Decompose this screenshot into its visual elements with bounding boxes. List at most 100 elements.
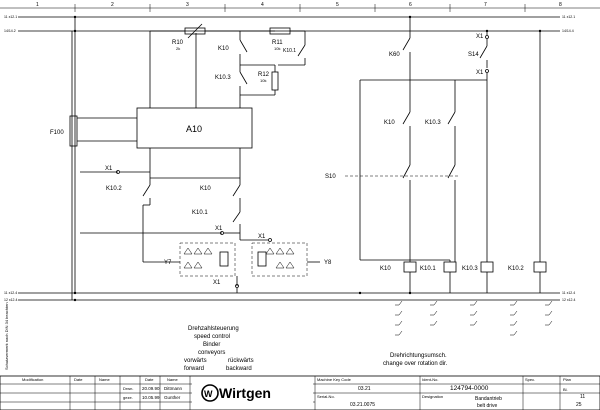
k10-1a-label: K10.1 [283,48,296,54]
rail-bot2-right-label: 12 x12.4 [562,298,575,302]
coil-k10-1: K10.1 [410,259,457,293]
x1-terminal-b: X1 [80,226,240,235]
k10-3-contact-a: K10.3 [215,65,248,95]
speed-control-caption: Drehzahlsteuerung speed control Binder c… [184,326,254,372]
tb-h-name: Name [99,377,110,382]
k10-contact-a: K10 [218,31,248,65]
col-2: 2 [111,2,114,8]
x1a-label: X1 [105,166,113,172]
col-1: 1 [36,2,39,8]
k10-3b-label: K10.3 [425,120,441,126]
tb-sheets: 25 [576,402,582,408]
svg-text:W: W [204,389,213,399]
r10-label: R10 [172,40,184,46]
s10-label: S10 [325,174,336,180]
logo-text: Wirtgen [219,385,271,401]
x1e-label: X1 [476,34,484,40]
x1-terminal-f: X1 [476,69,489,80]
rail-top1-label: 11 x12.1 [4,15,17,19]
r11-label: R11 [272,40,283,46]
coil-k10-1-label: K10.1 [420,266,436,272]
col-5: 5 [336,2,339,8]
y8-valve: Y8 [251,242,332,277]
caption-rot-en: change over rotation dir. [383,361,448,367]
k10-1-contact-b: K10.1 [192,205,241,232]
a10-label: A10 [186,124,202,134]
tb-desig-line1: Bandantrieb [475,396,502,402]
tb-drawn-date: 20.09.90 [142,386,160,391]
r12-label: R12 [258,72,270,78]
tb-spec-label: Spec. [525,377,535,382]
k60-contact: K60 [389,17,411,80]
rail-top2-right-label: 14/14.4 [562,29,574,33]
r12-value: 10k [260,78,266,83]
col-3: 3 [186,2,189,8]
k10-2-contact: K10.2 [106,178,151,240]
rail-bot1-label: 11 x12.4 [4,291,17,295]
caption-line2: speed control [194,334,230,340]
k10-2-label: K10.2 [106,186,122,192]
coil-k10-2-label: K10.2 [508,266,524,272]
x1-terminal-e: X1 [476,31,489,40]
caption-rev-en: backward [226,366,252,372]
tb-ident-val: 124794-0000 [450,385,489,392]
a10-module: A10 [77,31,253,178]
caption-line3: Binder [203,342,220,348]
y7-label: Y7 [164,260,172,266]
r12-resistor: R12 10k [240,62,306,96]
tb-row-drawn: Drwn. [123,386,133,391]
s14-switch: S14 [468,39,488,68]
wirtgen-logo: W Wirtgen [192,378,313,408]
k10-1-contact-a: K10.1 [283,31,306,62]
k10-1b-label: K10.1 [192,210,208,216]
k10-contact-c: K10 [359,79,487,260]
caption-rot-de: Drehrichtungsumsch. [390,353,447,359]
f100-fuse: F100 [50,17,78,300]
tb-h-datum: Date [145,377,154,382]
x1d-label: X1 [213,280,221,286]
rotation-caption: Drehrichtungsumsch. change over rotation… [383,353,448,367]
r11-resistor: R11 10k [269,27,305,51]
tb-serial-label: Serial-No. [317,394,335,399]
k10-contact-b: K10 [150,177,241,205]
x1f-label: X1 [476,70,484,76]
tb-serial-val: 03.21.0075 [350,402,375,408]
tb-ident-label: Ident-No. [422,377,438,382]
tb-sheet: 11 [580,394,585,400]
k10-3-contact-b: K10.3 [425,80,456,150]
y7-valve: Y7 [142,240,236,277]
tb-row-checked: geze. [123,395,133,400]
x1-terminal-a: X1 [80,166,150,174]
x1-terminal-d: X1 [213,276,239,293]
r10-value: 2k [176,46,180,51]
caption-line4: conveyors [198,350,225,356]
tb-desig-line2: belt drive [477,403,498,409]
title-block: Modification Date Name Date Name Drwn. 2… [0,375,600,410]
contact-cross-reference [395,300,553,336]
col-4: 4 [261,2,264,8]
x1c-label: X1 [258,234,266,240]
caption-rev-de: rückwärts [228,358,254,364]
k10c-label: K10 [384,120,395,126]
r11-value: 10k [274,46,280,51]
caption-line1: Drehzahlsteuerung [188,326,239,332]
rail-bot1-right-label: 11 x12.4 [562,291,575,295]
k10b-label: K10 [200,186,211,192]
col-6: 6 [409,2,412,8]
r10-resistor: R10 2k [150,23,275,51]
f100-label: F100 [50,130,64,136]
x1-terminal-c: X1 [239,232,272,242]
caption-fwd-en: forward [184,366,204,372]
coil-k10: K10 [360,259,417,293]
tb-h-name2: Name [167,377,178,382]
column-ruler: 1 2 3 4 5 6 7 8 [0,2,600,12]
rail-bot2-label: 12 x12.4 [4,298,17,302]
tb-mkc-label: Machine Key Code [317,377,352,382]
k10-3a-label: K10.3 [215,75,231,81]
side-note: Schutzvermerk nach DIN 34 beachten [4,302,9,370]
rail-top2-label: 14/14.2 [4,29,16,33]
coil-k10-3-label: K10.3 [462,266,478,272]
coil-k10-3: K10.3 [462,80,494,293]
y8-label: Y8 [324,260,332,266]
